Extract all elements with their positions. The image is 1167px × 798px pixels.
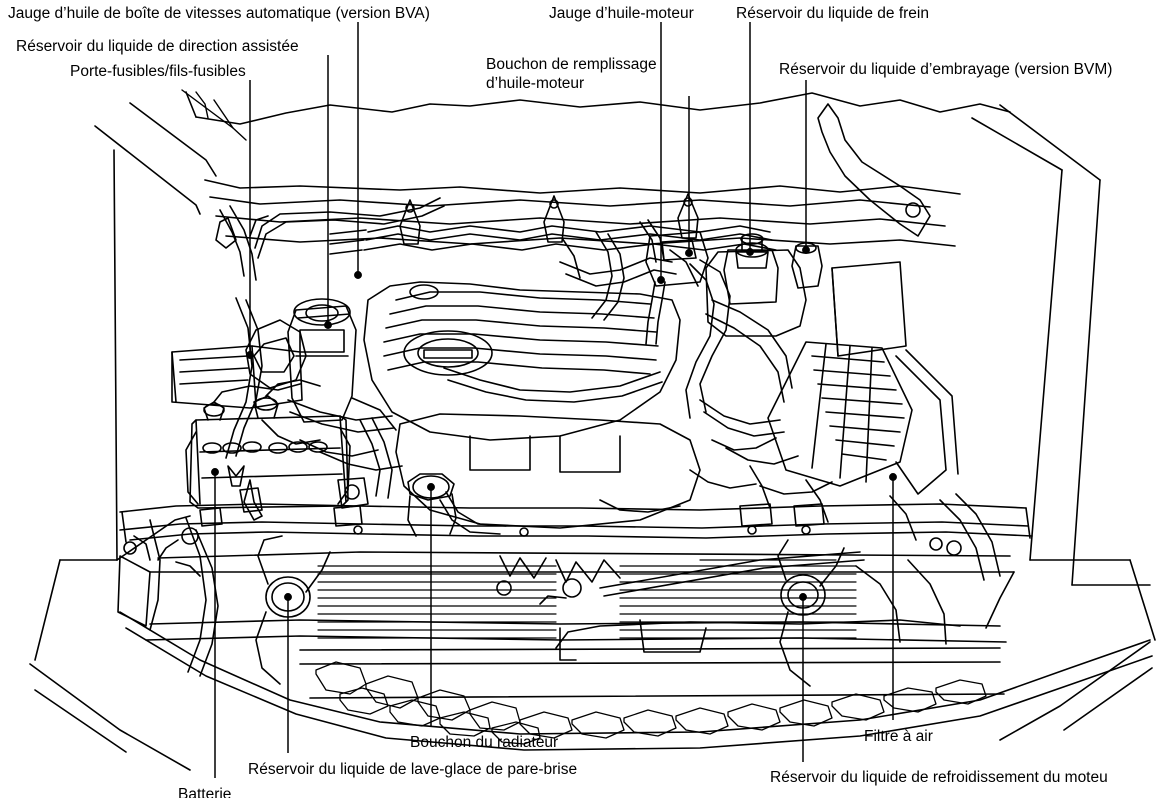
label-battery: Batterie [178,786,232,798]
leader-dot-radiator-cap [427,483,435,491]
label-engine-oil-dipstick: Jauge d’huile-moteur [549,5,694,22]
label-engine-coolant-reservoir: Réservoir du liquide de refroidissement … [770,769,1108,786]
label-fuse-holder-fusible-links: Porte-fusibles/fils-fusibles [70,63,246,80]
label-windshield-washer-fluid-reservoir: Réservoir du liquide de lave-glace de pa… [248,761,578,778]
leader-dot-fuse-holder [246,351,254,359]
label-engine-oil-filler-cap-line2: d’huile-moteur [486,75,585,92]
leader-dot-washer-fluid [284,593,292,601]
leader-dot-engine-oil-dipstick [657,276,665,284]
label-auto-trans-oil-dipstick: Jauge d’huile de boîte de vitesses autom… [8,5,430,22]
leader-dot-air-filter [889,473,897,481]
label-air-filter: Filtre à air [864,728,933,745]
label-radiator-cap: Bouchon du radiateur [410,734,559,751]
leader-dot-auto-trans-oil-dipstick [354,271,362,279]
label-power-steering-fluid-reservoir: Réservoir du liquide de direction assist… [16,38,299,55]
label-engine-oil-filler-cap: Bouchon de remplissage d’huile-moteur [486,55,701,93]
label-brake-fluid-reservoir: Réservoir du liquide de frein [736,5,929,22]
leader-dot-oil-filler-cap [685,249,693,257]
leader-dot-power-steering [324,321,332,329]
leader-dot-battery [211,468,219,476]
leader-dot-clutch-fluid [802,246,810,254]
label-clutch-fluid-reservoir: Réservoir du liquide d’embrayage (versio… [779,61,1113,78]
label-engine-oil-filler-cap-line1: Bouchon de remplissage [486,56,657,73]
leader-dot-coolant-reservoir [799,593,807,601]
leader-dot-brake-fluid [746,248,754,256]
